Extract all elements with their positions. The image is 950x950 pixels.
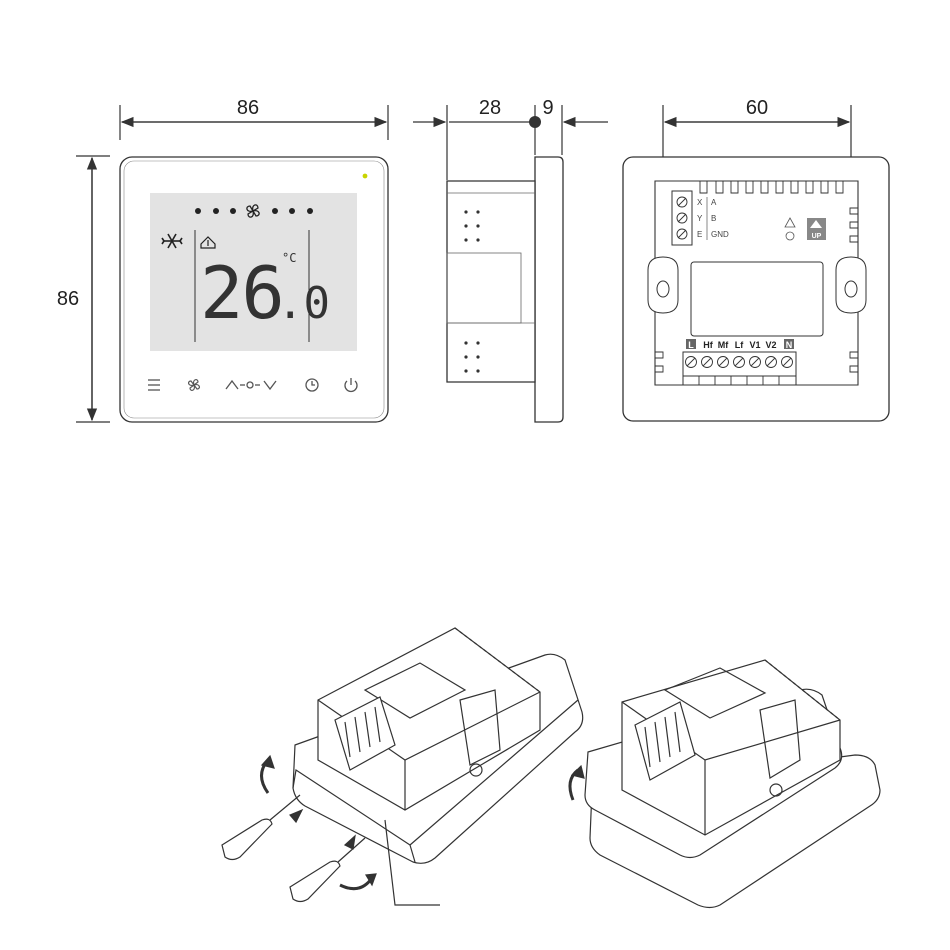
svg-text:N: N bbox=[786, 340, 793, 350]
install-step-2 bbox=[570, 660, 880, 908]
temperature-unit: °C bbox=[282, 251, 296, 265]
comm-terminal-y: Y bbox=[697, 214, 703, 223]
up-label: UP bbox=[812, 233, 822, 240]
comm-terminal-e: E bbox=[697, 230, 702, 239]
svg-text:V2: V2 bbox=[765, 340, 776, 350]
install-step-1 bbox=[222, 628, 583, 905]
svg-text:V1: V1 bbox=[749, 340, 760, 350]
comm-label-gnd: GND bbox=[711, 230, 729, 239]
svg-text:L: L bbox=[688, 340, 694, 350]
comm-label-b: B bbox=[711, 214, 716, 223]
lcd-fan-icon bbox=[247, 205, 259, 217]
back-view: 60 X Y E A B GND bbox=[623, 97, 889, 421]
front-width-label: 86 bbox=[237, 97, 259, 119]
front-height-label: 86 bbox=[57, 288, 79, 310]
mounting-hole-right bbox=[845, 281, 857, 297]
status-led bbox=[363, 174, 368, 179]
side-depth-label: 28 bbox=[479, 97, 501, 119]
comm-terminal-x: X bbox=[697, 198, 703, 207]
temperature-decimal: .0 bbox=[277, 278, 330, 329]
front-view: 86 86 bbox=[57, 97, 388, 422]
temperature-value: 26 bbox=[200, 251, 283, 335]
fan-button[interactable] bbox=[189, 380, 200, 391]
side-plate-label: 9 bbox=[542, 97, 553, 119]
side-view: 28 9 bbox=[413, 97, 608, 422]
svg-text:Hf: Hf bbox=[703, 340, 713, 350]
svg-text:Lf: Lf bbox=[735, 340, 744, 350]
hole-spacing-label: 60 bbox=[746, 97, 768, 119]
svg-text:Mf: Mf bbox=[718, 340, 729, 350]
comm-label-a: A bbox=[711, 198, 717, 207]
mounting-hole-left bbox=[657, 281, 669, 297]
